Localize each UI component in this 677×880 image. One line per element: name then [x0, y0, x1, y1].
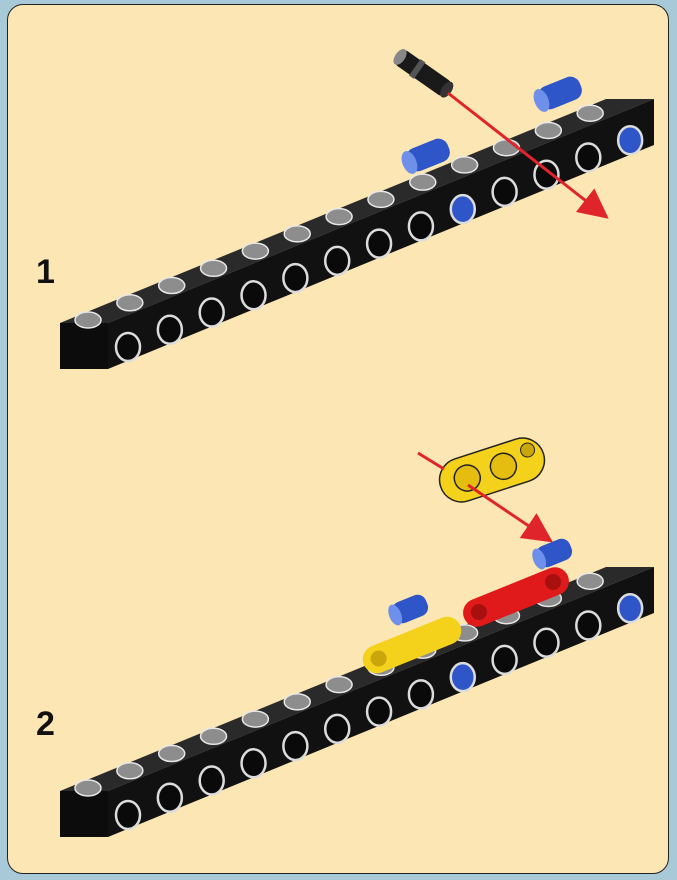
- instruction-panel: 1 2: [7, 4, 669, 874]
- beam-1-studs: [74, 104, 604, 329]
- beam-stud: [576, 572, 604, 590]
- beam-stud: [199, 727, 228, 746]
- beam-stud: [283, 225, 311, 243]
- beam-stud: [325, 675, 353, 694]
- beam-1-holes: [114, 124, 644, 363]
- blue-axle-pin-icon: [388, 538, 573, 626]
- red-connector-icon: [463, 567, 569, 627]
- technic-beam-1: [60, 99, 654, 369]
- beam-stud: [576, 104, 604, 122]
- beam-hole: [575, 610, 602, 641]
- beam-stud: [367, 190, 395, 209]
- beam-stud: [534, 121, 563, 140]
- beam-stud: [409, 173, 437, 191]
- beam-hole: [491, 644, 518, 676]
- beam-stud: [241, 710, 270, 728]
- beam-hole: [156, 782, 184, 814]
- beam-hole: [407, 679, 435, 710]
- assembly-illustration: [60, 49, 654, 837]
- beam-hole-pinned: [616, 592, 644, 624]
- beam-stud: [283, 693, 311, 711]
- beam-hole-pinned: [449, 661, 477, 693]
- step-2-number: 2: [36, 705, 55, 743]
- beam-stud: [74, 779, 102, 797]
- black-friction-pin-icon: [393, 49, 454, 98]
- beam-stud: [199, 259, 228, 278]
- beam-stud: [116, 762, 144, 780]
- beam-stud: [241, 242, 270, 260]
- beam-hole: [114, 331, 142, 363]
- beam-hole: [365, 696, 393, 727]
- beam-hole: [533, 627, 560, 658]
- insert-arrow-icon: [447, 91, 609, 219]
- beam-stud: [74, 311, 102, 329]
- beam-hole: [114, 799, 142, 831]
- beam-hole: [365, 228, 393, 259]
- beam-stud: [116, 294, 144, 312]
- beam-hole: [407, 211, 435, 242]
- step-1-number: 1: [36, 253, 55, 291]
- beam-stud: [157, 744, 186, 763]
- beam-hole-pinned: [616, 124, 644, 156]
- blue-axle-pin-icon: [401, 76, 582, 174]
- beam-hole-pinned: [449, 193, 477, 225]
- beam-stud: [157, 276, 186, 295]
- beam-hole: [323, 245, 351, 277]
- beam-hole: [282, 730, 309, 762]
- beam-hole: [198, 297, 225, 328]
- technic-beam-2: [60, 567, 654, 837]
- step-2-assembly: [60, 437, 654, 837]
- beam-stud: [450, 156, 479, 174]
- beam-hole: [240, 748, 267, 779]
- beam-hole: [282, 262, 309, 294]
- yellow-connector-icon: [438, 437, 546, 503]
- beam-hole: [156, 314, 184, 346]
- beam-hole: [575, 142, 602, 173]
- insert-arrow-icon: [467, 483, 553, 543]
- step-1-assembly: [60, 49, 654, 369]
- beam-2-holes: [114, 592, 644, 831]
- beam-hole: [533, 159, 560, 190]
- beam-hole: [491, 176, 518, 208]
- insert-arrow-icon: [417, 451, 445, 471]
- yellow-connector-icon: [362, 616, 462, 674]
- beam-hole: [198, 765, 225, 796]
- beam-hole: [240, 280, 267, 311]
- beam-stud: [325, 207, 353, 226]
- beam-hole: [323, 713, 351, 745]
